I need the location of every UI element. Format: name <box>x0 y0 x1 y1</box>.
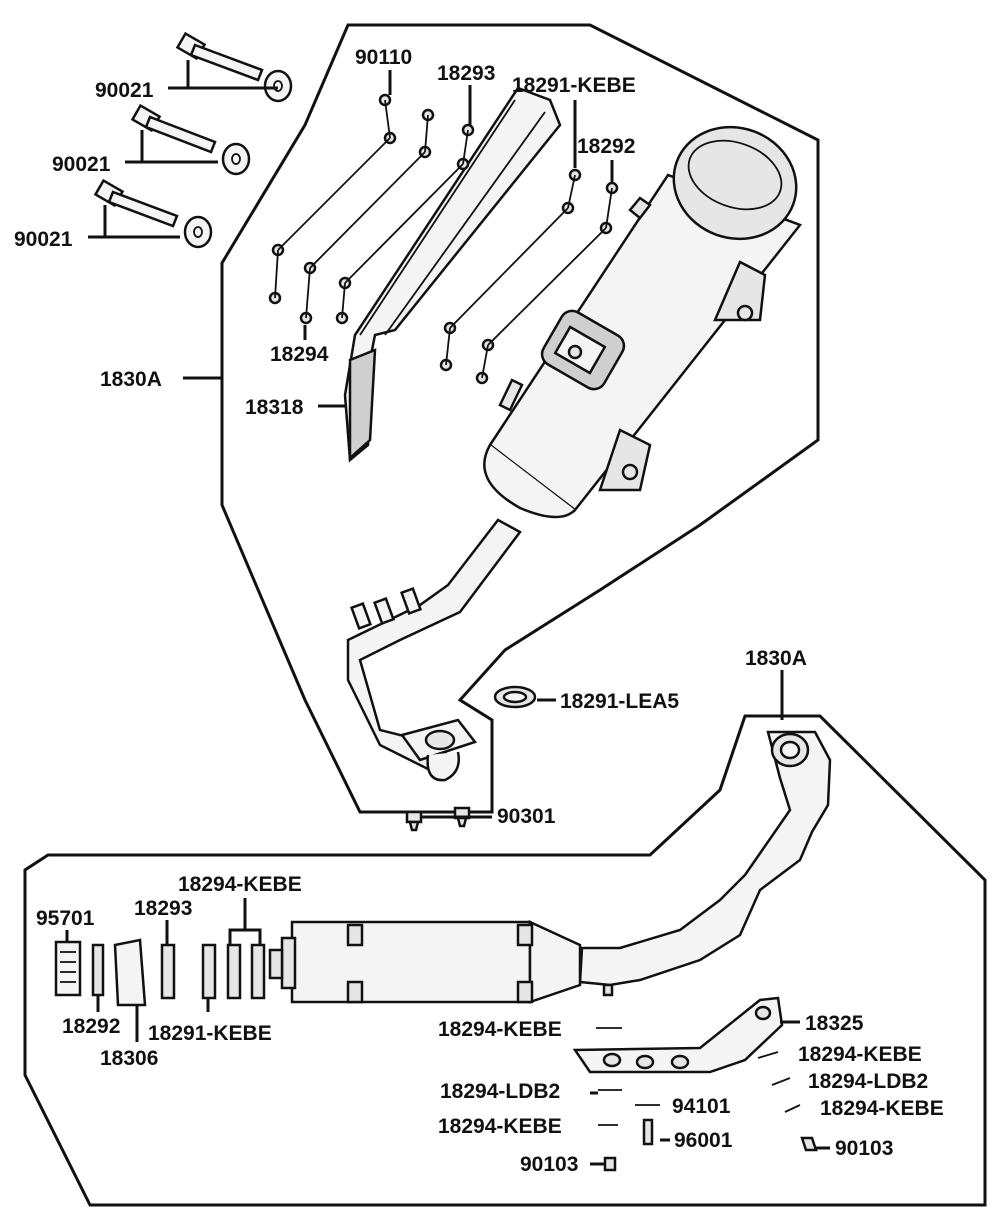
label-18293-bottom: 18293 <box>134 897 192 920</box>
assembly-guide-lines <box>274 99 613 379</box>
label-18294-ldb2-left: 18294-LDB2 <box>440 1080 560 1103</box>
label-1830a-left: 1830A <box>100 368 162 391</box>
label-90103-right: 90103 <box>835 1137 893 1160</box>
label-18294-kebe-r2: 18294-KEBE <box>820 1097 944 1120</box>
label-18294-kebe-r1: 18294-KEBE <box>798 1043 922 1066</box>
label-90021-c: 90021 <box>14 228 73 251</box>
label-95701: 95701 <box>36 907 95 930</box>
label-90021-a: 90021 <box>95 79 154 102</box>
label-94101: 94101 <box>672 1095 731 1118</box>
label-90103-left: 90103 <box>520 1153 578 1176</box>
label-18306: 18306 <box>100 1047 158 1070</box>
label-90110: 90110 <box>355 46 412 69</box>
end-parts <box>54 938 266 1007</box>
bolt-90021-a <box>175 31 293 103</box>
label-18291-kebe-top: 18291-KEBE <box>512 74 636 97</box>
label-90301: 90301 <box>497 805 556 828</box>
label-90021-b: 90021 <box>52 153 111 176</box>
heat-shield-18318 <box>343 86 562 463</box>
label-18292-bottom: 18292 <box>62 1015 120 1038</box>
lower-assembly-outline <box>23 714 987 1207</box>
label-18294-kebe-mid: 18294-KEBE <box>438 1018 562 1041</box>
bolt-90021-b <box>130 103 251 176</box>
exhaust-pipe-upper <box>346 518 522 782</box>
label-18294-kebe-low: 18294-KEBE <box>438 1115 562 1138</box>
label-18294-top: 18294 <box>270 343 329 366</box>
label-18318: 18318 <box>245 396 304 419</box>
label-18292-top: 18292 <box>577 135 635 158</box>
label-18294-ldb2-right: 18294-LDB2 <box>808 1070 928 1093</box>
gasket-18291-lea5 <box>493 685 537 709</box>
label-18291-kebe-bottom: 18291-KEBE <box>148 1022 272 1045</box>
label-18325: 18325 <box>805 1012 864 1035</box>
upper-assembly-outline <box>220 23 820 814</box>
bolt-90021-c <box>93 178 213 249</box>
muffler-lower <box>268 920 582 1004</box>
label-18291-lea5: 18291-LEA5 <box>560 690 679 713</box>
label-1830a-right: 1830A <box>745 647 807 670</box>
label-18294-kebe-group: 18294-KEBE <box>178 873 302 896</box>
label-96001: 96001 <box>674 1129 733 1152</box>
exhaust-pipe-lower <box>578 730 832 997</box>
muffler-upper <box>483 125 803 519</box>
heat-shield-18325 <box>572 996 784 1074</box>
label-18293-top: 18293 <box>437 62 495 85</box>
bolt-90301 <box>405 806 471 832</box>
